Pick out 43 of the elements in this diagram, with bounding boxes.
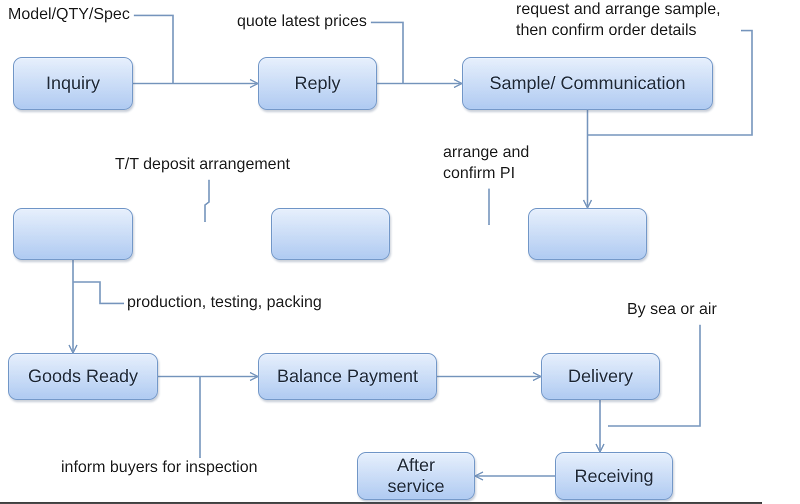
arrow (437, 372, 542, 382)
annotation-text: production, testing, packing (127, 293, 322, 314)
annotation-text: request and arrange sample, then confirm order details (516, 0, 738, 42)
process-box (13, 208, 133, 260)
arrow (595, 400, 605, 453)
leader-line (608, 324, 701, 427)
process-box (357, 452, 475, 500)
leader-line (199, 377, 201, 458)
leader-line (134, 14, 174, 84)
process-box (8, 353, 158, 400)
leader-line (370, 22, 404, 84)
process-box (555, 452, 673, 500)
process-box (271, 208, 390, 260)
annotation-text: inform buyers for inspection (61, 458, 258, 479)
annotation-text: quote latest prices (237, 12, 367, 33)
process-box (541, 353, 660, 400)
step-label: Inquiry (46, 73, 100, 94)
arrow (158, 372, 259, 382)
step-label: Receiving (574, 466, 654, 486)
process-box (258, 353, 437, 400)
annotation-text: Model/QTY/Spec (8, 5, 130, 26)
leader-line (204, 180, 210, 222)
leader-line (587, 30, 753, 136)
annotation-text: By sea or air (627, 300, 717, 321)
process-box (462, 57, 713, 110)
step-label: Reply (294, 73, 341, 94)
leader-line (488, 188, 490, 225)
step-label: Sample/ Communication (489, 73, 686, 94)
process-box (258, 57, 377, 110)
arrow (582, 110, 592, 209)
process-box (528, 208, 647, 260)
arrow (133, 78, 259, 88)
annotation-text: T/T deposit arrangement (115, 155, 290, 176)
step-label: Goods Ready (28, 366, 138, 387)
step-label: After service (386, 455, 446, 497)
leader-line (73, 281, 124, 304)
step-label: Delivery (568, 366, 633, 387)
arrow (474, 471, 555, 481)
annotation-text: arrange and confirm PI (443, 143, 543, 185)
process-box (13, 57, 133, 110)
arrow (377, 78, 463, 88)
step-label: Balance Payment (276, 366, 418, 387)
arrow (68, 260, 78, 354)
